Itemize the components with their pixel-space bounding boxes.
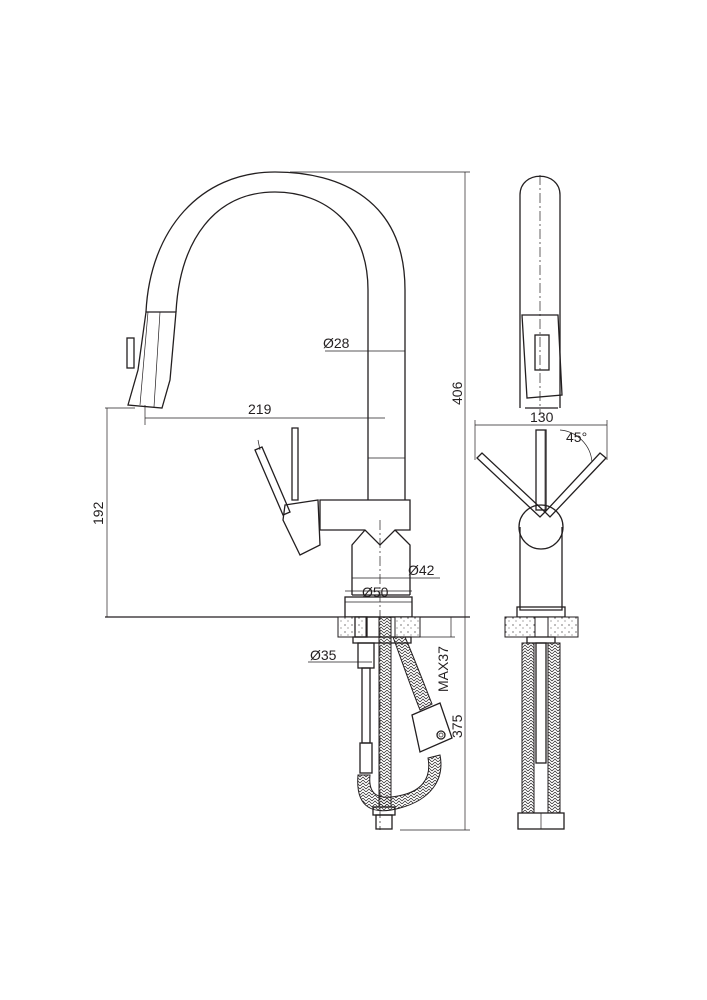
spout-inner (175, 191, 369, 500)
dim-219: 219 (248, 401, 272, 417)
hose-pullout (392, 636, 433, 711)
dim-max37: MAX37 (435, 646, 451, 692)
spout-outer (145, 171, 406, 500)
dim-45deg: 45° (566, 429, 587, 445)
dim-130: 130 (530, 409, 554, 425)
side-view (105, 171, 470, 830)
dim-d28: Ø28 (323, 335, 350, 351)
hose-straight (378, 616, 392, 808)
front-handle (476, 452, 546, 518)
base-flange (344, 596, 413, 618)
countertop-left (337, 616, 367, 638)
dim-375: 375 (449, 714, 465, 738)
dim-406: 406 (449, 381, 465, 405)
handle (282, 499, 321, 556)
dim-d50: Ø50 (362, 584, 389, 600)
front-view: 130 45° (474, 175, 608, 830)
spray-head (127, 311, 177, 409)
dimensions-side: 406 375 219 192 Ø28 Ø42 Ø50 Ø35 MAX37 (90, 171, 470, 831)
front-body-circle (518, 504, 564, 550)
hose-weight (411, 702, 453, 753)
faucet-body (319, 499, 411, 546)
dim-192: 192 (90, 501, 106, 525)
dim-d35: Ø35 (310, 647, 337, 663)
countertop-right (394, 616, 421, 638)
dim-d42: Ø42 (408, 562, 435, 578)
